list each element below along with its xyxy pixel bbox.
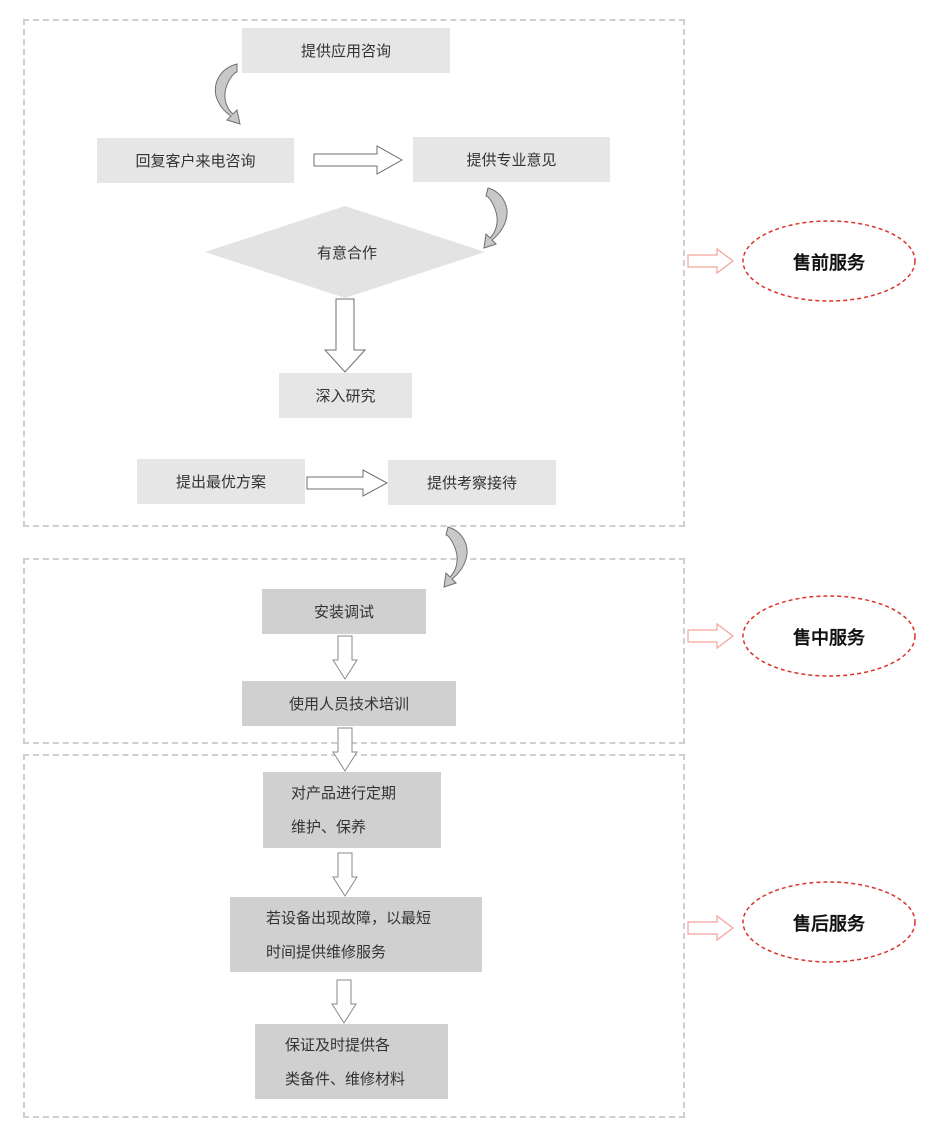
fault-line-1: 若设备出现故障，以最短 <box>266 908 432 927</box>
arrow-maint-to-fault <box>332 852 358 897</box>
box-reply: 回复客户来电咨询 <box>97 138 294 183</box>
maint-line-1: 对产品进行定期 <box>291 784 397 802</box>
box-training: 使用人员技术培训 <box>242 681 456 726</box>
box-fault-repair: 若设备出现故障，以最短 时间提供维修服务 <box>230 897 482 972</box>
side-arrow-in <box>687 622 734 650</box>
box-spare-parts: 保证及时提供各 类备件、维修材料 <box>255 1024 448 1099</box>
label-in-sale: 售中服务 <box>793 628 865 649</box>
label-pre-sale: 售前服务 <box>793 253 865 274</box>
in-sale-panel <box>23 558 685 744</box>
arrow-intent-to-research <box>323 298 367 373</box>
oval-after-sale <box>742 881 916 963</box>
parts-line-1: 保证及时提供各 <box>285 1035 391 1054</box>
fault-line-2: 时间提供维修服务 <box>266 942 387 961</box>
box-install: 安装调试 <box>262 589 426 634</box>
box-maintenance: 对产品进行定期 维护、保养 <box>263 772 441 848</box>
oval-in-sale <box>742 595 916 677</box>
side-arrow-pre <box>687 247 734 275</box>
box-consult: 提供应用咨询 <box>242 28 450 73</box>
curved-arrow-3 <box>443 526 468 588</box>
maint-line-2: 维护、保养 <box>291 818 367 836</box>
curved-arrow-2 <box>483 187 508 249</box>
pre-sale-panel <box>23 19 685 527</box>
box-plan: 提出最优方案 <box>137 459 305 504</box>
parts-line-2: 类备件、维修材料 <box>285 1069 406 1088</box>
label-after-sale: 售后服务 <box>793 914 865 935</box>
intent-diamond <box>205 206 485 298</box>
box-research: 深入研究 <box>279 373 412 418</box>
curved-arrow-1 <box>214 63 241 125</box>
arrow-plan-to-visit <box>306 469 389 497</box>
intent-label: 有意合作 <box>316 244 377 262</box>
arrow-training-to-maint <box>332 727 358 772</box>
arrow-fault-to-parts <box>331 979 357 1024</box>
arrow-install-to-training <box>332 635 358 680</box>
oval-pre-sale <box>742 220 916 302</box>
box-opinion: 提供专业意见 <box>413 137 610 182</box>
box-visit: 提供考察接待 <box>388 460 556 505</box>
arrow-reply-to-opinion <box>313 145 404 175</box>
side-arrow-after <box>687 914 734 942</box>
